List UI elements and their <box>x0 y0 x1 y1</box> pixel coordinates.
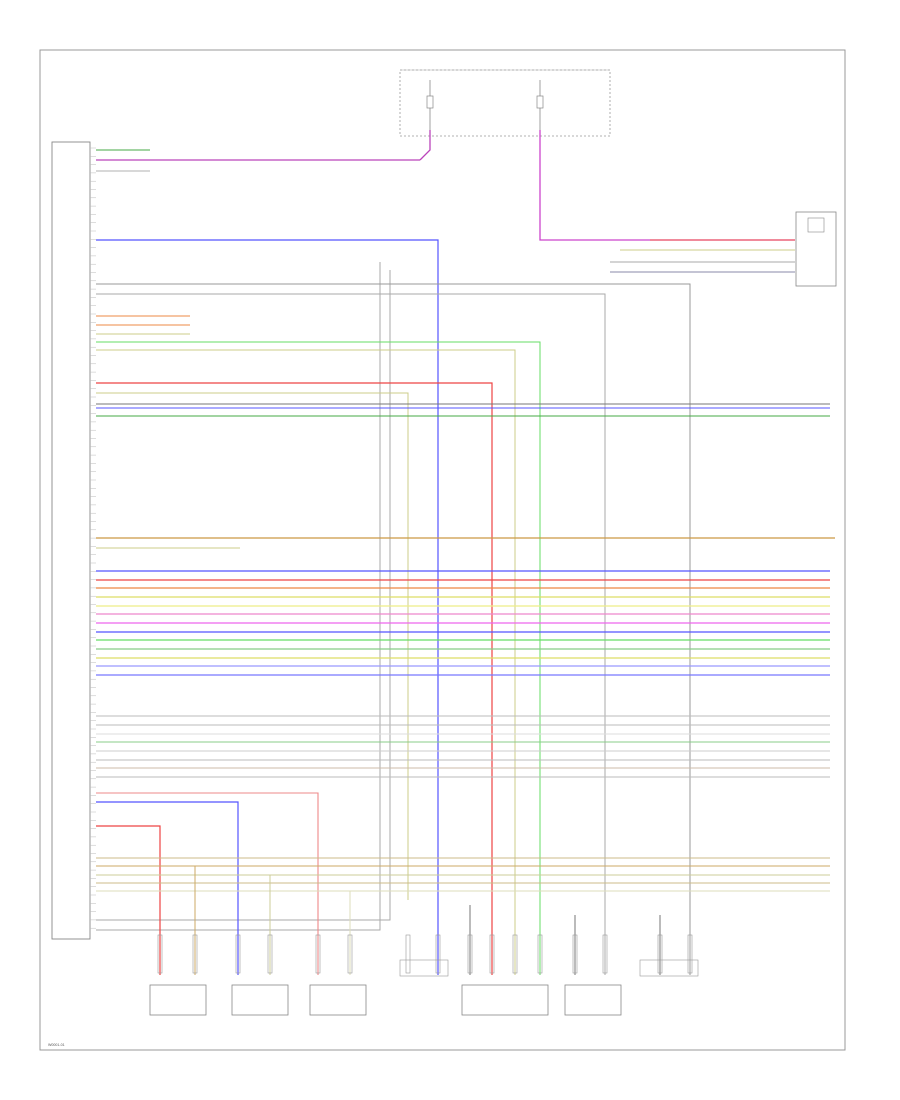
connector-pin-9 <box>467 934 473 974</box>
fuse-box-top <box>399 69 611 137</box>
connector-housing-a <box>399 959 449 977</box>
wire-to-sensor-2 <box>269 874 830 975</box>
connector-pin-2 <box>192 934 198 974</box>
connector-pin-12 <box>537 934 543 974</box>
fuse-left <box>426 80 434 130</box>
wire-gray-loop-2 <box>96 270 391 921</box>
wire-blue-vertical <box>96 239 439 975</box>
wire-yellow-vertical <box>96 349 516 975</box>
switch-box-4 <box>461 984 549 1016</box>
connector-pin-11 <box>512 934 518 974</box>
pin-group <box>90 147 96 929</box>
connector-housing-b <box>639 959 699 977</box>
sensor-box-1 <box>149 984 207 1016</box>
connector-pin-10 <box>489 934 495 974</box>
wire-pink-sensor <box>96 792 319 975</box>
connector-pin-14 <box>602 934 608 974</box>
sensor-box-3 <box>309 984 367 1016</box>
fuse-right <box>536 80 544 130</box>
connector-pin-7 <box>405 934 411 974</box>
connector-pin-15 <box>657 934 663 974</box>
sensor-box-2 <box>231 984 289 1016</box>
wire-gray-loop <box>96 262 381 931</box>
connector-pin-3 <box>235 934 241 974</box>
sensor-box-5 <box>564 984 622 1016</box>
wire-gray-long <box>96 283 691 975</box>
wire-pink-to-fuse <box>419 130 431 161</box>
wire-gray-long-2 <box>96 293 606 975</box>
connector-pin-1 <box>157 934 163 974</box>
diagram-frame <box>39 49 846 1051</box>
wire-red-vertical <box>96 382 493 975</box>
connector-group <box>157 934 699 977</box>
connector-pin-8 <box>435 934 441 974</box>
wire-to-sensor-3 <box>349 890 830 975</box>
wire-yellow-short <box>96 392 409 900</box>
wire-green-vertical <box>96 341 541 975</box>
wire-to-sensor-1 <box>194 865 830 975</box>
wire-red-sensor <box>96 825 161 975</box>
wire-blue-sensor <box>96 801 239 975</box>
connector-pin-13 <box>572 934 578 974</box>
component-box-top-right <box>795 211 837 287</box>
connector-pin-4 <box>267 934 273 974</box>
control-module-box <box>51 141 91 940</box>
connector-pin-5 <box>315 934 321 974</box>
connector-pin-16 <box>687 934 693 974</box>
connector-pin-6 <box>347 934 353 974</box>
page-reference: W0001-01 <box>48 1043 65 1047</box>
wire-group <box>96 130 835 975</box>
wire-pink-right-feed <box>539 130 795 241</box>
